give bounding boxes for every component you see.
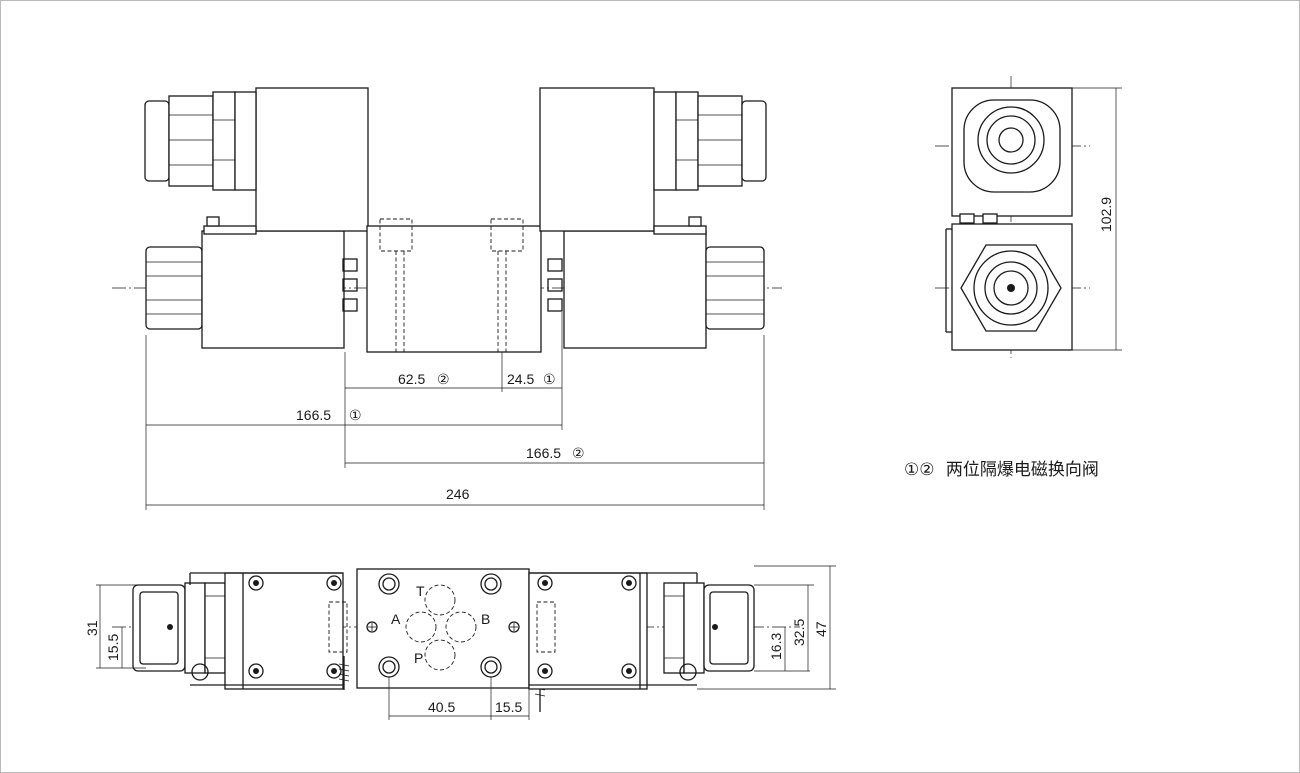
dim-32-5: 32.5 bbox=[791, 619, 807, 646]
port-P-circle bbox=[424, 639, 456, 671]
legend-marks: ①② bbox=[904, 460, 935, 480]
dim-102-9: 102.9 bbox=[1098, 197, 1114, 232]
top-left-nut bbox=[184, 582, 206, 674]
top-right-connector bbox=[703, 584, 755, 672]
left-connector-nut bbox=[145, 246, 203, 330]
side-coil-rounded bbox=[963, 99, 1061, 193]
dim-31: 31 bbox=[84, 620, 100, 636]
dim-62-5: 62.5 bbox=[398, 371, 425, 387]
dim-15-5-left: 15.5 bbox=[105, 634, 121, 661]
front-dimensions bbox=[145, 312, 765, 510]
left-solenoid-tube bbox=[201, 230, 345, 349]
port-B-label: B bbox=[481, 611, 490, 627]
right-gland-hex bbox=[697, 95, 743, 187]
left-coil-base bbox=[203, 225, 257, 235]
dim-166-5-b: 166.5 bbox=[526, 445, 561, 461]
right-gland-cap bbox=[741, 100, 767, 182]
top-left-connector bbox=[132, 584, 186, 672]
top-view bbox=[112, 568, 800, 712]
front-view bbox=[112, 87, 782, 353]
right-top-bolt bbox=[688, 216, 702, 227]
right-coil-base bbox=[653, 225, 707, 235]
port-T-label: T bbox=[416, 583, 425, 599]
dim-40-5: 40.5 bbox=[428, 699, 455, 715]
dim-15-5-bottom: 15.5 bbox=[495, 699, 522, 715]
marker-2-b: ② bbox=[572, 445, 585, 461]
left-gland-cap bbox=[144, 100, 170, 182]
top-right-nut bbox=[663, 582, 685, 674]
left-top-bolt bbox=[206, 216, 220, 227]
port-B-circle bbox=[445, 611, 477, 643]
side-view bbox=[935, 76, 1090, 358]
top-dimensions bbox=[96, 565, 836, 720]
dim-16-3: 16.3 bbox=[768, 633, 784, 660]
left-coil-box bbox=[255, 87, 369, 232]
marker-1-a: ① bbox=[543, 371, 556, 387]
right-gland-nut bbox=[675, 91, 699, 191]
port-A-circle bbox=[405, 611, 437, 643]
marker-2-a: ② bbox=[437, 371, 450, 387]
dim-47: 47 bbox=[813, 621, 829, 637]
port-A-label: A bbox=[391, 611, 401, 627]
marker-1-b: ① bbox=[349, 407, 362, 423]
top-left-solenoid bbox=[224, 572, 344, 690]
legend-text: 两位隔爆电磁换向阀 bbox=[945, 460, 1099, 480]
side-dimensions bbox=[1072, 87, 1122, 351]
left-gland-nut bbox=[212, 91, 236, 191]
port-P-label: P bbox=[414, 650, 423, 666]
right-gland-body bbox=[653, 91, 677, 191]
left-gland-hex bbox=[168, 95, 214, 187]
right-coil-box bbox=[539, 87, 655, 232]
legend-caption: ①② 两位隔爆电磁换向阀 bbox=[904, 455, 1099, 480]
right-solenoid-tube bbox=[563, 230, 707, 349]
dim-24-5: 24.5 bbox=[507, 371, 534, 387]
left-gland-body bbox=[234, 91, 257, 191]
port-T-circle bbox=[424, 584, 456, 616]
valve-body bbox=[366, 225, 542, 353]
dim-246: 246 bbox=[446, 486, 470, 502]
right-connector-nut bbox=[705, 246, 765, 330]
dim-166-5-a: 166.5 bbox=[296, 407, 331, 423]
